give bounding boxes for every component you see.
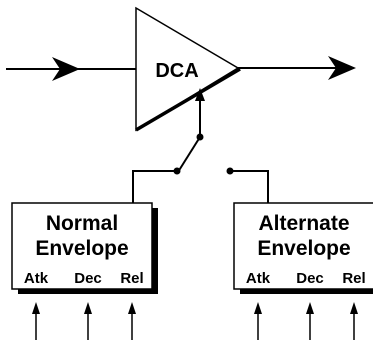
alternate-attack-input-arrow xyxy=(254,302,262,340)
normal-decay-input-arrow xyxy=(84,302,92,340)
dca-amplifier: DCA xyxy=(135,6,241,132)
alternate-envelope-decay-label: Dec xyxy=(296,270,324,287)
normal-envelope-attack-label: Atk xyxy=(24,270,49,287)
dca-label: DCA xyxy=(155,60,198,82)
alternate-release-input-arrow xyxy=(350,302,358,340)
normal-attack-input-arrow xyxy=(32,302,40,340)
input-signal-arrow xyxy=(6,57,136,81)
alternate-envelope-input-arrows xyxy=(254,302,358,340)
alternate-envelope-attack-label: Atk xyxy=(246,270,271,287)
envelope-selector-switch xyxy=(132,133,269,203)
control-line-to-dca xyxy=(195,88,205,136)
normal-envelope-input-arrows xyxy=(32,302,136,340)
output-signal-arrow xyxy=(238,56,356,80)
alternate-envelope-title-line1: Alternate xyxy=(258,212,349,235)
normal-release-input-arrow xyxy=(128,302,136,340)
alternate-envelope-box: Alternate Envelope Atk Dec Rel xyxy=(233,202,373,294)
alternate-envelope-release-label: Rel xyxy=(342,270,365,287)
normal-envelope-title-line2: Envelope xyxy=(35,237,128,260)
normal-envelope-box: Normal Envelope Atk Dec Rel xyxy=(11,202,158,294)
alternate-decay-input-arrow xyxy=(306,302,314,340)
normal-envelope-title-line1: Normal xyxy=(46,212,118,235)
normal-envelope-release-label: Rel xyxy=(120,270,143,287)
alternate-envelope-title-line2: Envelope xyxy=(257,237,350,260)
normal-envelope-decay-label: Dec xyxy=(74,270,102,287)
